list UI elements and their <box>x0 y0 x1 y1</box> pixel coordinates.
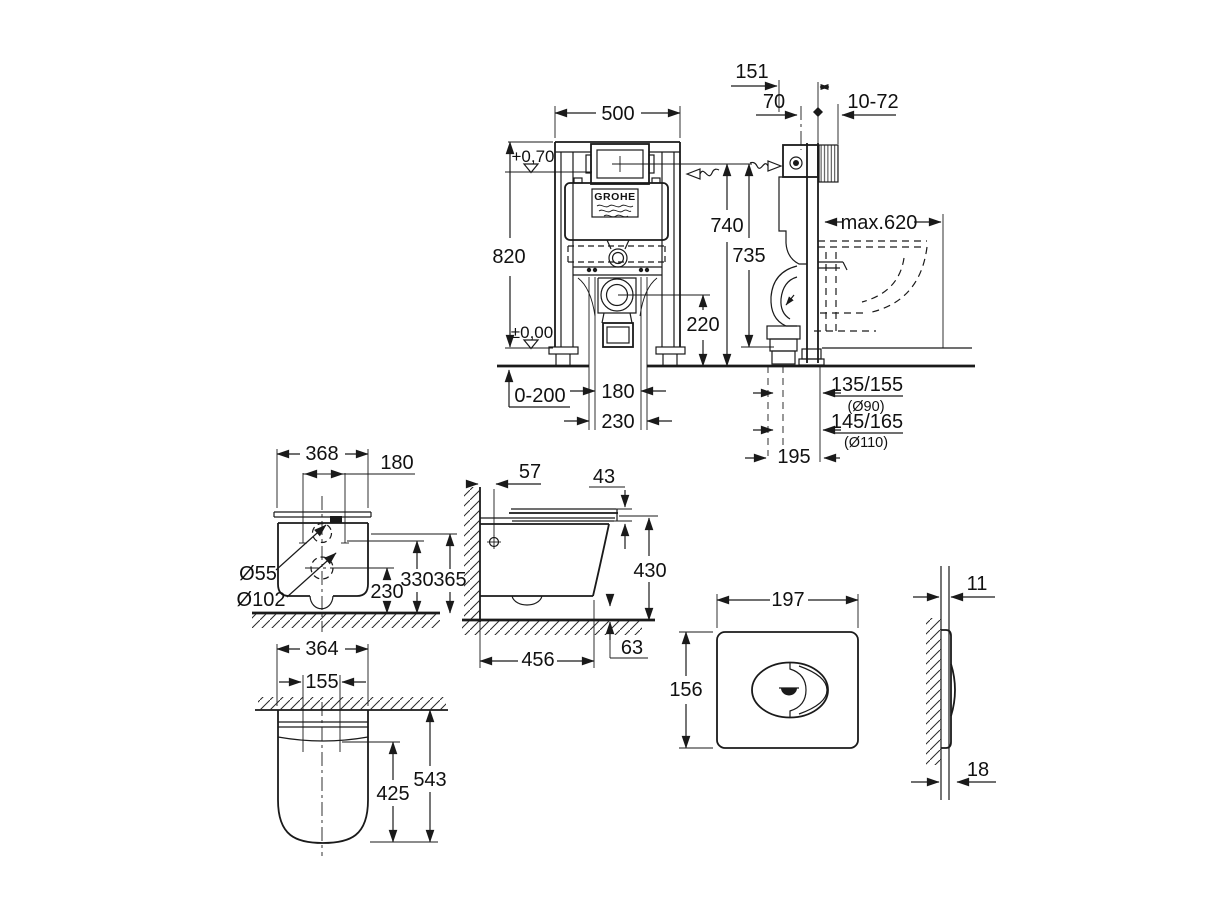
dim-seat-depth: 425 <box>376 783 409 805</box>
dim-inlet-diameter: Ø55 <box>239 563 277 585</box>
drain-dome <box>309 595 334 610</box>
drain-connector <box>597 277 637 348</box>
dim-level-zero: ±0,00 <box>511 323 553 342</box>
dim-wall-range: 10-72 <box>847 91 898 113</box>
frame-side-view: 151 70 10-72 <box>731 61 972 468</box>
bowl-front-curve <box>592 523 610 597</box>
dim-plate-width: 197 <box>771 589 804 611</box>
dim-bolt-height: 330 <box>400 569 433 591</box>
floor-hatch <box>252 614 440 628</box>
dim-seat-thickness: 43 <box>593 466 615 488</box>
dim-bolt-spacing: 180 <box>380 452 413 474</box>
dim-outlet-b: 145/165 <box>831 411 903 433</box>
wc-outline-dashed <box>814 240 928 332</box>
flush-actuation-arrow-right <box>749 160 783 172</box>
dim-fixing-spacing: 155 <box>305 671 338 693</box>
bowl-left-outline <box>277 523 310 597</box>
dim-bowl-height: 430 <box>633 560 666 582</box>
actuator-access-window <box>585 143 752 185</box>
dim-frame-depth: 151 <box>735 61 768 83</box>
cistern-profile <box>778 176 807 265</box>
dim-outlet-a-pipe: (Ø90) <box>847 399 884 415</box>
dim-plate-min-depth: 11 <box>967 573 988 595</box>
dim-level-top: +0,70 <box>511 147 554 166</box>
level-marker-top: +0,70 <box>505 147 592 174</box>
grohe-logo: GROHE <box>594 191 636 203</box>
flush-plate-side-view: 11 18 <box>911 566 996 800</box>
dim-plate-height: 735 <box>732 245 765 267</box>
wall-section-block <box>818 144 839 183</box>
dim-outlet-diameter: Ø102 <box>237 589 286 611</box>
dim-outlet-height: 220 <box>686 314 719 336</box>
dim-max-projection: max.620 <box>841 212 918 234</box>
frame-front-view: GROHE <box>492 103 975 433</box>
dim-top-width: 364 <box>305 638 338 660</box>
flush-bend <box>606 239 630 268</box>
wall-hatch-top <box>258 697 446 710</box>
button-divider <box>789 663 807 717</box>
dim-frame-height: 820 <box>492 246 525 268</box>
dim-frame-width: 500 <box>601 103 634 125</box>
service-opening-dashed <box>567 245 666 263</box>
dim-pipe-offset: 70 <box>763 91 785 113</box>
flush-plate-front-view: 197 156 <box>669 589 859 749</box>
actuator-housing <box>782 144 819 178</box>
dim-outlet-distance: 195 <box>777 446 810 468</box>
dim-foot-adjustment: 0-200 <box>514 385 565 407</box>
bowl-top-outline <box>277 799 369 844</box>
dim-seat-fixing: 57 <box>519 461 541 483</box>
cistern: GROHE <box>564 177 669 241</box>
flush-plate <box>716 631 859 749</box>
water-inlet-circle <box>311 522 333 544</box>
seat-front-line <box>277 736 369 742</box>
dim-bowl-width: 368 <box>305 443 338 465</box>
dim-clearance: 63 <box>621 637 643 659</box>
flush-actuation-arrow-left <box>685 168 720 180</box>
dim-opening-width: 230 <box>601 411 634 433</box>
button-crescent <box>798 665 828 715</box>
button-bump-profile <box>950 663 956 717</box>
drain-elbow <box>766 265 801 365</box>
dim-top-depth: 543 <box>413 769 446 791</box>
dim-outlet-b-pipe: (Ø110) <box>844 435 888 451</box>
dim-outlet-a: 135/155 <box>831 374 903 396</box>
seat-hinge <box>330 516 342 523</box>
dim-bowl-outlet-height: 230 <box>370 581 403 603</box>
level-marker-zero: ±0,00 <box>505 323 553 350</box>
bowl-front-view: 368 180 Ø55 Ø102 230 330 365 <box>237 443 467 632</box>
bowl-top-view: 364 155 543 425 <box>255 638 448 856</box>
flush-button-oval <box>751 661 829 719</box>
plate-profile <box>941 629 952 749</box>
floor-hatch-side <box>462 621 642 635</box>
dim-rim-height: 365 <box>433 569 466 591</box>
wall-hatch <box>464 487 480 621</box>
bowl-side-view: 57 43 430 456 63 <box>462 461 667 671</box>
dim-bowl-depth: 456 <box>521 649 554 671</box>
dim-actuator-height: 740 <box>710 215 743 237</box>
bowl-right-outline <box>333 523 369 597</box>
dim-plate-max-depth: 18 <box>967 759 989 781</box>
dim-plate-height: 156 <box>669 679 702 701</box>
wall-hatch-plate <box>926 618 941 765</box>
button-center-mark <box>781 688 797 696</box>
dim-outlet-spacing: 180 <box>601 381 634 403</box>
drain-dome-side <box>511 595 543 606</box>
